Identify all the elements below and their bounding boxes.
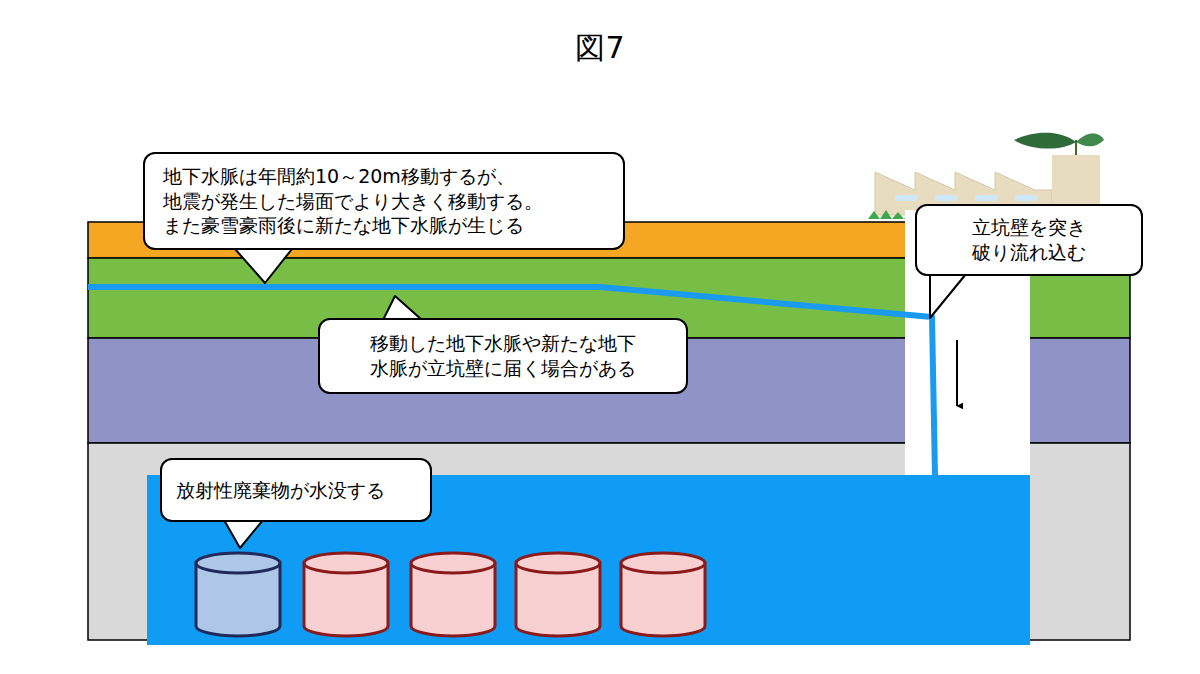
callout-box: 立坑壁を突き 破り流れ込む [915, 204, 1143, 276]
callout-text: 立坑壁を突き 破り流れ込む [929, 215, 1129, 264]
leaf [1076, 134, 1104, 147]
callout-tail [235, 249, 292, 283]
flow-arrow [956, 340, 958, 406]
figure-title: 図7 [0, 28, 1200, 69]
barrels [196, 553, 705, 636]
window [1015, 195, 1037, 201]
callout-tail [383, 296, 422, 320]
barrel [516, 553, 600, 636]
callout-box: 放射性廃棄物が水没する [160, 458, 432, 522]
window [935, 195, 957, 201]
flooded-repository [147, 475, 1030, 645]
callout-tail [224, 520, 263, 548]
callout-text: 地下水脈は年間約10～20m移動するが、 地震が発生した場面でより大きく移動する… [163, 164, 605, 238]
callout-box: 移動した地下水脈や新たな地下 水脈が立坑壁に届く場合がある [318, 318, 688, 394]
barrel [304, 553, 388, 636]
callout-box: 地下水脈は年間約10～20m移動するが、 地震が発生した場面でより大きく移動する… [143, 152, 625, 250]
window [975, 195, 997, 201]
callout-text: 移動した地下水脈や新たな地下 水脈が立坑壁に届く場合がある [334, 331, 672, 380]
window [895, 195, 917, 201]
barrel-submerged [196, 553, 280, 636]
groundwater-vein [88, 287, 935, 476]
callout-tail [930, 274, 966, 318]
barrel [621, 553, 705, 636]
leaf [1014, 133, 1076, 149]
callout-text: 放射性廃棄物が水没する [176, 478, 416, 503]
barrel [411, 553, 495, 636]
